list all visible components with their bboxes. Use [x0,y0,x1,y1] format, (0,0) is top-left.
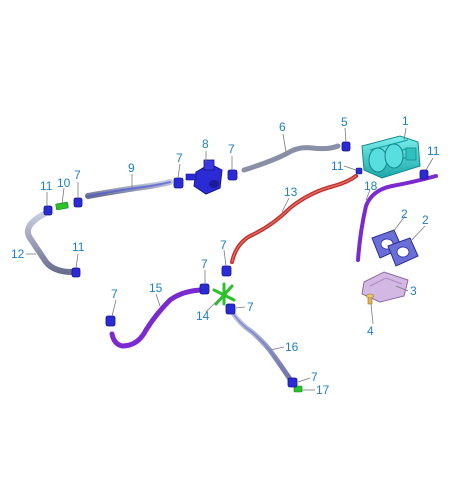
clamp-7-d [221,265,232,277]
clamp-7-g [225,303,236,315]
callout-7-hose16: 7 [247,300,254,314]
clamp-7-h [287,377,298,388]
callout-11-left-top: 11 [40,179,53,193]
hose-15 [109,287,207,349]
hose-18 [356,174,438,262]
callout-3: 3 [410,284,417,298]
connector-17 [293,385,303,393]
callout-13: 13 [284,185,298,199]
clamp-7-b [173,177,184,189]
callout-7-left: 7 [74,168,81,182]
callout-6: 6 [279,120,286,134]
callout-18: 18 [364,179,378,193]
tee-connector-14 [212,282,236,306]
leader-lines [26,127,434,391]
callout-1: 1 [402,114,409,128]
clamp-5 [341,141,351,152]
clamp-11-c [355,167,363,175]
hose-canister-purge [241,143,341,173]
callout-2-left: 2 [401,207,408,221]
callout-7-valve: 7 [228,142,235,156]
clamp-7-a [73,197,83,208]
callout-4: 4 [367,324,374,338]
callout-14: 14 [196,309,210,323]
clamp-7-e [199,283,210,295]
callout-10: 10 [57,176,71,190]
callout-11-right: 11 [427,144,440,158]
charcoal-canister [361,135,421,179]
callout-9: 9 [128,161,135,175]
callout-11-canister: 11 [331,159,344,173]
callout-7-hose15: 7 [111,287,118,301]
callout-labels: 1 2 2 3 4 5 6 7 7 7 7 7 7 7 7 8 9 10 11 … [11,114,440,397]
mounting-bracket [361,271,409,303]
connector-10 [55,201,69,211]
callout-17: 17 [316,383,330,397]
gasket-right [387,237,419,267]
clamp-11-d [419,169,429,180]
callout-15: 15 [149,281,163,295]
clamp-7-f [105,315,116,327]
callout-16: 16 [285,340,299,354]
callout-12: 12 [11,247,25,261]
hose-12 [24,211,75,275]
callout-8: 8 [202,137,209,151]
callout-2-right: 2 [422,213,429,227]
callout-7-bottom: 7 [311,370,318,384]
clamp-11-b [71,267,81,278]
callout-7-tee: 7 [201,257,208,271]
clamp-7-c [227,169,238,181]
callout-7-hose9: 7 [176,151,183,165]
callout-11-left-bottom: 11 [72,240,85,254]
purge-solenoid-valve [185,159,223,195]
callout-5: 5 [341,115,348,129]
callout-7-hose13: 7 [220,238,227,252]
mounting-bolt [366,293,374,305]
clamp-11-a [43,205,53,216]
